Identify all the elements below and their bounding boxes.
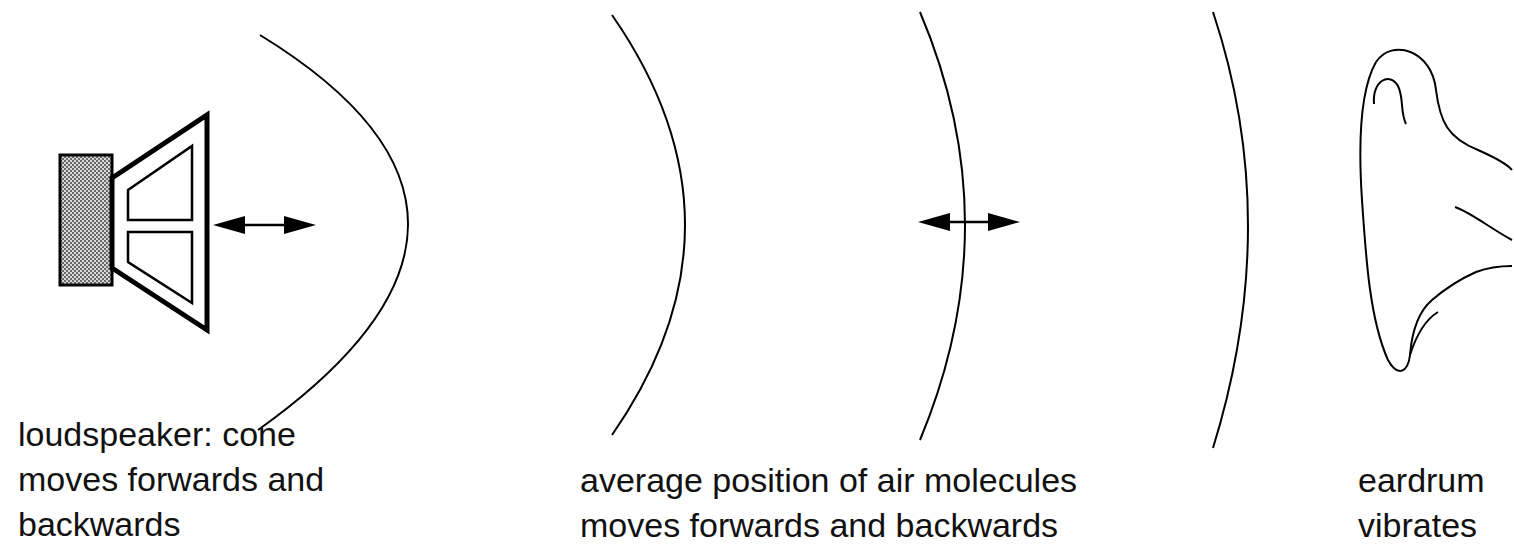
air-caption: average position of air molecules moves … (580, 458, 1170, 548)
motion-arrow (918, 213, 1020, 231)
ear-drawing (1360, 50, 1512, 371)
wavefront-arc (258, 12, 1248, 448)
motion-arrow (213, 216, 316, 234)
ear-caption: eardrum vibrates (1358, 458, 1508, 548)
loudspeaker-symbol (60, 115, 207, 330)
speaker-caption: loudspeaker: cone moves forwards and bac… (18, 412, 363, 547)
